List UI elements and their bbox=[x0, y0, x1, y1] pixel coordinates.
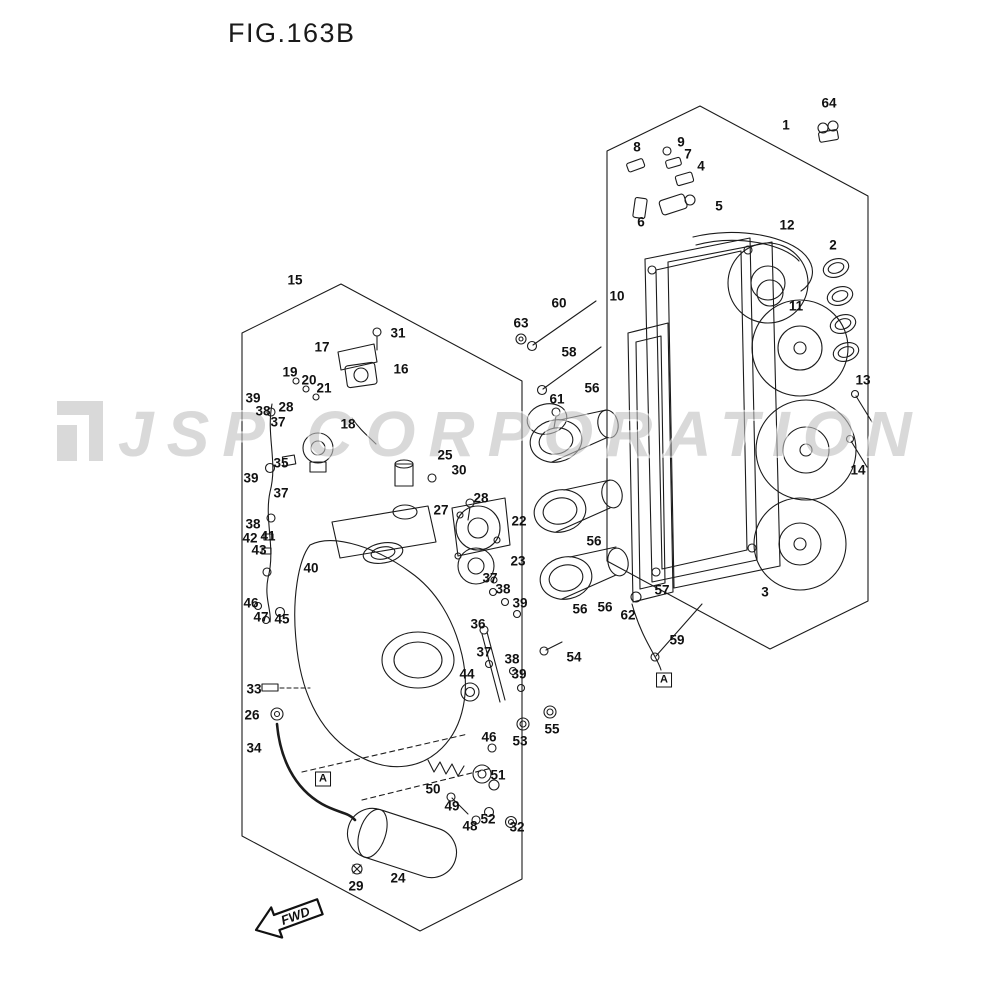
part-label-7: 7 bbox=[684, 146, 692, 162]
figure-title: FIG.163B bbox=[228, 18, 356, 48]
part-label-28: 28 bbox=[473, 490, 489, 506]
part-label-60: 60 bbox=[551, 295, 567, 311]
part-label-63: 63 bbox=[513, 315, 529, 331]
part-label-21: 21 bbox=[316, 380, 332, 396]
part-label-22: 22 bbox=[511, 513, 527, 529]
part-label-37: 37 bbox=[270, 414, 286, 430]
part-label-39: 39 bbox=[243, 470, 259, 486]
part-label-46: 46 bbox=[243, 595, 259, 611]
part-label-8: 8 bbox=[633, 139, 641, 155]
part-label-46: 46 bbox=[481, 729, 497, 745]
fwd-arrow: FWD bbox=[254, 898, 324, 939]
part-label-32: 32 bbox=[509, 819, 525, 835]
part-label-51: 51 bbox=[490, 767, 506, 783]
part-label-33: 33 bbox=[246, 681, 262, 697]
part-label-31: 31 bbox=[390, 325, 406, 341]
part-label-43: 43 bbox=[251, 542, 267, 558]
part-label-64: 64 bbox=[821, 95, 837, 111]
part-label-56: 56 bbox=[572, 601, 588, 617]
funnel-group bbox=[515, 300, 674, 731]
manifold-assembly bbox=[626, 120, 873, 671]
part-label-38: 38 bbox=[245, 516, 261, 532]
part-label-25: 25 bbox=[437, 447, 453, 463]
part-label-6: 6 bbox=[637, 214, 645, 230]
part-label-39: 39 bbox=[511, 666, 527, 682]
part-label-56: 56 bbox=[584, 380, 600, 396]
watermark-logo bbox=[55, 399, 105, 463]
part-label-61: 61 bbox=[549, 391, 565, 407]
part-label-62: 62 bbox=[620, 607, 636, 623]
part-label-24: 24 bbox=[390, 870, 406, 886]
watermark-text: JSP CORPORATION bbox=[118, 398, 925, 470]
part-label-18: 18 bbox=[340, 416, 356, 432]
part-label-55: 55 bbox=[544, 721, 560, 737]
part-label-50: 50 bbox=[425, 781, 441, 797]
part-label-58: 58 bbox=[561, 344, 577, 360]
part-label-38: 38 bbox=[495, 581, 511, 597]
part-label-49: 49 bbox=[444, 798, 460, 814]
part-label-30: 30 bbox=[451, 462, 467, 478]
part-label-5: 5 bbox=[715, 198, 723, 214]
part-label-36: 36 bbox=[470, 616, 486, 632]
fwd-label: FWD bbox=[279, 903, 313, 927]
part-label-41: 41 bbox=[260, 528, 276, 544]
part-label-2: 2 bbox=[829, 237, 837, 253]
part-label-23: 23 bbox=[510, 553, 526, 569]
part-label-45: 45 bbox=[274, 611, 290, 627]
part-label-47: 47 bbox=[253, 609, 269, 625]
part-label-20: 20 bbox=[301, 372, 317, 388]
silencer-assembly bbox=[253, 327, 526, 879]
part-label-59: 59 bbox=[669, 632, 685, 648]
part-label-54: 54 bbox=[566, 649, 582, 665]
part-label-15: 15 bbox=[287, 272, 303, 288]
part-label-28: 28 bbox=[278, 399, 294, 415]
right-box-outline bbox=[606, 105, 869, 650]
part-label-10: 10 bbox=[609, 288, 625, 304]
part-label-29: 29 bbox=[348, 878, 364, 894]
part-label-39: 39 bbox=[512, 595, 528, 611]
part-label-9: 9 bbox=[677, 134, 685, 150]
part-label-48: 48 bbox=[462, 818, 478, 834]
part-label-17: 17 bbox=[314, 339, 330, 355]
section-marker-a: A bbox=[315, 771, 331, 787]
part-label-13: 13 bbox=[855, 372, 871, 388]
part-label-14: 14 bbox=[850, 462, 866, 478]
part-label-38: 38 bbox=[255, 403, 271, 419]
part-label-4: 4 bbox=[697, 158, 705, 174]
section-marker-a: A bbox=[656, 672, 672, 688]
part-label-56: 56 bbox=[586, 533, 602, 549]
part-label-37: 37 bbox=[273, 485, 289, 501]
part-label-11: 11 bbox=[788, 298, 804, 314]
part-label-42: 42 bbox=[242, 530, 258, 546]
part-label-16: 16 bbox=[393, 361, 409, 377]
part-label-56: 56 bbox=[597, 599, 613, 615]
left-box-outline bbox=[241, 283, 523, 932]
gasket-rings bbox=[822, 257, 860, 363]
part-label-3: 3 bbox=[761, 584, 769, 600]
part-label-52: 52 bbox=[480, 811, 496, 827]
part-label-40: 40 bbox=[303, 560, 319, 576]
part-label-53: 53 bbox=[512, 733, 528, 749]
part-label-44: 44 bbox=[459, 666, 475, 682]
part-label-35: 35 bbox=[273, 455, 289, 471]
part-label-39: 39 bbox=[245, 390, 261, 406]
part-label-37: 37 bbox=[482, 570, 498, 586]
part-label-12: 12 bbox=[779, 217, 795, 233]
part-label-1: 1 bbox=[782, 117, 790, 133]
part-label-57: 57 bbox=[654, 582, 670, 598]
part-label-19: 19 bbox=[282, 364, 298, 380]
part-label-37: 37 bbox=[476, 644, 492, 660]
part-label-27: 27 bbox=[433, 502, 449, 518]
part-label-34: 34 bbox=[246, 740, 262, 756]
part-label-26: 26 bbox=[244, 707, 260, 723]
cylinder-24 bbox=[346, 807, 458, 879]
part-label-38: 38 bbox=[504, 651, 520, 667]
